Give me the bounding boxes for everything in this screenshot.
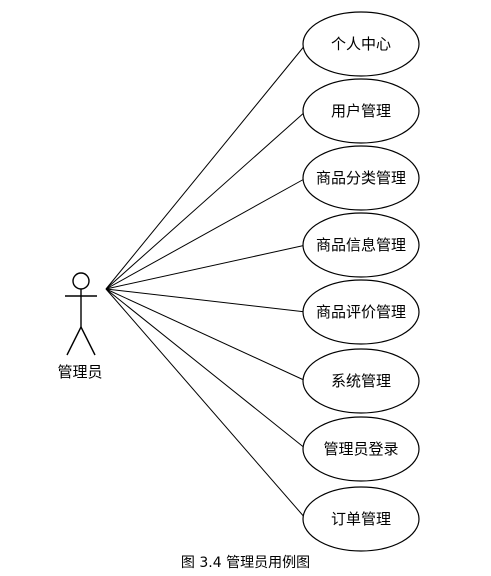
use-case-2: 商品分类管理 [302, 145, 420, 211]
use-case-ellipse [302, 486, 420, 552]
use-case-7: 订单管理 [302, 486, 420, 552]
use-case-ellipse [302, 348, 420, 414]
association-line [105, 288, 307, 313]
use-case-ellipse [302, 212, 420, 278]
association-line [105, 288, 307, 382]
use-case-ellipse [302, 279, 420, 345]
actor-head [72, 272, 90, 290]
use-case-1: 用户管理 [302, 78, 420, 144]
association-line [105, 244, 307, 290]
use-case-label: 订单管理 [331, 510, 391, 528]
association-line [105, 110, 307, 290]
use-case-ellipse [302, 416, 420, 482]
actor: 管理员 [57, 272, 103, 381]
use-case-label: 系统管理 [331, 372, 391, 390]
use-case-4: 商品评价管理 [302, 279, 420, 345]
use-case-3: 商品信息管理 [302, 212, 420, 278]
association-line [105, 43, 307, 290]
use-case-label: 用户管理 [331, 102, 391, 120]
association-line [105, 177, 307, 290]
use-case-ellipse [302, 145, 420, 211]
use-case-label: 个人中心 [331, 35, 391, 53]
actor-left-leg [66, 326, 82, 356]
use-case-label: 商品信息管理 [316, 236, 406, 254]
use-case-5: 系统管理 [302, 348, 420, 414]
association-line [105, 288, 307, 520]
use-case-label: 商品分类管理 [316, 169, 406, 187]
figure-caption: 图 3.4 管理员用例图 [180, 555, 311, 571]
use-case-label: 管理员登录 [323, 440, 398, 458]
use-case-ellipse [302, 11, 420, 77]
actor-right-leg [80, 326, 96, 356]
use-case-ellipse [302, 78, 420, 144]
associations [105, 43, 307, 520]
use-case-label: 商品评价管理 [316, 303, 406, 321]
use-case-0: 个人中心 [302, 11, 420, 77]
association-line [105, 288, 307, 450]
actor-label: 管理员 [57, 363, 102, 381]
use-case-6: 管理员登录 [302, 416, 420, 482]
